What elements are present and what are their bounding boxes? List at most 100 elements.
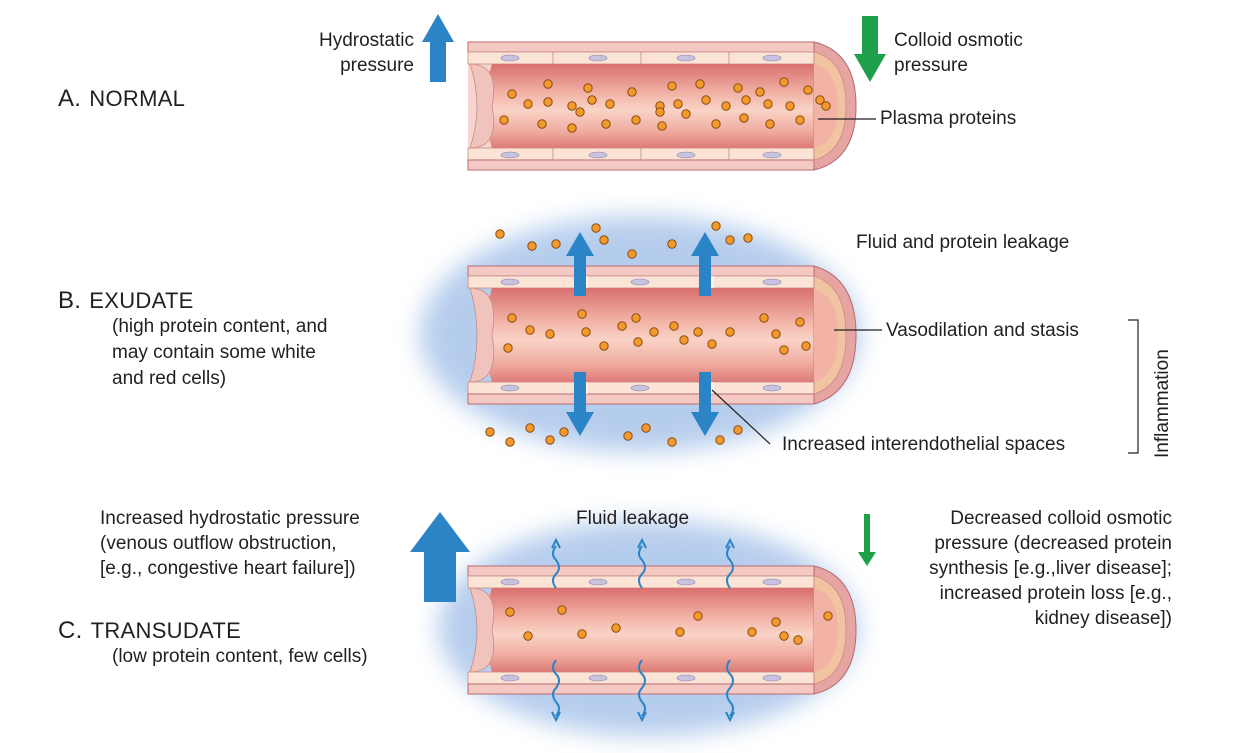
protein-dot — [537, 119, 547, 129]
protein-dot — [667, 239, 677, 249]
section-letter: B. — [58, 287, 82, 314]
label-line: [e.g., congestive heart failure]) — [100, 558, 356, 579]
protein-dot — [669, 321, 679, 331]
leader-lines — [711, 118, 1139, 454]
protein-dot — [567, 101, 577, 111]
protein-dot — [507, 89, 517, 99]
protein-dot — [667, 437, 677, 447]
protein-dot — [793, 635, 803, 645]
label-line: pressure — [340, 55, 414, 76]
protein-dot — [577, 309, 587, 319]
protein-dot — [707, 339, 717, 349]
protein-dot — [667, 81, 677, 91]
protein-dot — [693, 611, 703, 621]
inflammation-label: Inflammation — [1152, 349, 1173, 458]
exudate-line: (high protein content, and — [112, 316, 328, 337]
label-line: Hydrostatic — [318, 30, 414, 51]
protein-dot — [523, 631, 533, 641]
protein-dot — [605, 99, 615, 109]
plasma-proteins-label: Plasma proteins — [880, 108, 1017, 129]
label-line: kidney disease]) — [1034, 608, 1172, 629]
protein-dot — [711, 221, 721, 231]
protein-dot — [525, 423, 535, 433]
protein-dot — [755, 87, 765, 97]
plasma-proteins — [485, 77, 833, 645]
protein-dot — [503, 343, 513, 353]
protein-dot — [695, 79, 705, 89]
increased-hydrostatic-arrow — [410, 512, 470, 602]
protein-dot — [587, 95, 597, 105]
vessel-transudate — [467, 565, 857, 695]
label-line: pressure — [894, 55, 968, 76]
protein-dot — [611, 623, 621, 633]
protein-dot — [575, 107, 585, 117]
protein-dot — [765, 119, 775, 129]
protein-dot — [821, 101, 831, 111]
label-line: pressure (decreased protein — [934, 533, 1172, 554]
label-line: synthesis [e.g.,liver disease]; — [929, 558, 1172, 579]
protein-dot — [527, 241, 537, 251]
protein-dot — [779, 77, 789, 87]
protein-dot — [801, 341, 811, 351]
protein-dot — [785, 101, 795, 111]
protein-dot — [523, 99, 533, 109]
section-a-title: A. NORMAL — [58, 86, 185, 112]
protein-dot — [559, 427, 569, 437]
transudate-line: (low protein content, few cells) — [112, 646, 368, 667]
protein-dot — [655, 107, 665, 117]
increased-hydrostatic-label: Increased hydrostatic pressure (venous o… — [70, 506, 410, 581]
protein-dot — [721, 101, 731, 111]
protein-dot — [485, 427, 495, 437]
protein-dot — [545, 435, 555, 445]
protein-dot — [743, 233, 753, 243]
protein-dot — [633, 337, 643, 347]
decreased-colloid-label: Decreased colloid osmotic pressure (decr… — [860, 506, 1172, 631]
protein-dot — [495, 229, 505, 239]
protein-dot — [733, 425, 743, 435]
protein-dot — [733, 83, 743, 93]
protein-dot — [505, 437, 515, 447]
colloid-label: Colloid osmotic pressure — [894, 28, 1023, 78]
protein-dot — [507, 313, 517, 323]
protein-dot — [815, 95, 825, 105]
interendothelial-label: Increased interendothelial spaces — [782, 434, 1066, 455]
protein-dot — [715, 435, 725, 445]
protein-dot — [673, 99, 683, 109]
label-line: increased protein loss [e.g., — [939, 583, 1172, 604]
protein-dot — [725, 327, 735, 337]
protein-dot — [581, 327, 591, 337]
protein-dot — [741, 95, 751, 105]
protein-dot — [641, 423, 651, 433]
protein-dot — [725, 235, 735, 245]
protein-dot — [627, 249, 637, 259]
section-name: EXUDATE — [89, 288, 194, 313]
hydrostatic-label: Hydrostatic pressure — [270, 28, 414, 78]
protein-dot — [779, 631, 789, 641]
label-line: Decreased colloid osmotic — [950, 508, 1172, 529]
protein-dot — [505, 607, 515, 617]
fluid-leakage-label: Fluid leakage — [576, 508, 690, 529]
fluid-protein-leakage-label: Fluid and protein leakage — [856, 232, 1070, 253]
exudate-description: (high protein content, and may contain s… — [112, 314, 328, 392]
protein-dot — [567, 123, 577, 133]
label-line: Colloid osmotic — [894, 30, 1023, 51]
section-name: NORMAL — [89, 86, 186, 111]
protein-dot — [601, 119, 611, 129]
protein-dot — [583, 83, 593, 93]
protein-dot — [771, 617, 781, 627]
protein-dot — [557, 605, 567, 615]
protein-dot — [617, 321, 627, 331]
leakage-arrows — [566, 232, 719, 436]
section-letter: A. — [58, 85, 82, 112]
section-name: TRANSUDATE — [90, 618, 242, 643]
protein-dot — [631, 115, 641, 125]
protein-dot — [681, 109, 691, 119]
protein-dot — [657, 121, 667, 131]
protein-dot — [701, 95, 711, 105]
protein-dot — [779, 345, 789, 355]
exudate-line: may contain some white — [112, 342, 316, 363]
protein-dot — [763, 99, 773, 109]
protein-dot — [525, 325, 535, 335]
vessel-exudate — [467, 265, 857, 405]
